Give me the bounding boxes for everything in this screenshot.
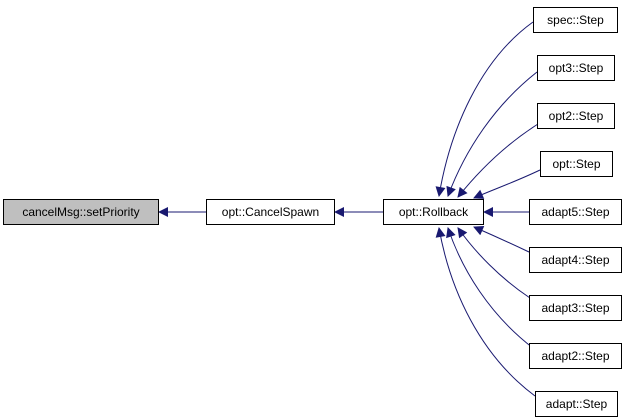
edge-opt2step-to-rollback [457, 123, 539, 198]
node-label: spec::Step [547, 13, 604, 27]
node-label: opt2::Step [549, 109, 604, 123]
node-label: adapt::Step [546, 397, 608, 411]
node-label: adapt5::Step [541, 205, 609, 219]
edge-optstep-to-rollback [473, 169, 541, 199]
node-label: opt3::Step [549, 61, 604, 75]
node-spec-step[interactable]: spec::Step [533, 7, 618, 33]
node-rollback[interactable]: opt::Rollback [383, 199, 484, 225]
node-adapt3-step[interactable]: adapt3::Step [529, 295, 622, 321]
node-label: opt::Step [552, 157, 600, 171]
node-opt2-step[interactable]: opt2::Step [537, 103, 615, 129]
node-adapt-step[interactable]: adapt::Step [535, 391, 618, 417]
edge-specstep-to-rollback [435, 21, 534, 197]
node-label: adapt4::Step [541, 253, 609, 267]
edge-adapt2step-to-rollback [446, 227, 534, 349]
edge-adaptstep-to-rollback [435, 227, 536, 397]
node-adapt2-step[interactable]: adapt2::Step [529, 343, 622, 369]
edge-adapt4step-to-rollback [473, 226, 530, 253]
node-set-priority[interactable]: cancelMsg::setPriority [3, 199, 159, 225]
node-label: adapt3::Step [541, 301, 609, 315]
node-adapt4-step[interactable]: adapt4::Step [529, 247, 622, 273]
node-label: opt::Rollback [399, 205, 469, 219]
edge-adapt3step-to-rollback [457, 227, 531, 299]
edge-opt3step-to-rollback [446, 71, 538, 197]
node-label: opt::CancelSpawn [222, 205, 319, 219]
node-cancel-spawn[interactable]: opt::CancelSpawn [206, 199, 335, 225]
node-opt-step[interactable]: opt::Step [540, 151, 613, 177]
node-label: adapt2::Step [541, 349, 609, 363]
node-opt3-step[interactable]: opt3::Step [537, 55, 615, 81]
node-label: cancelMsg::setPriority [22, 205, 139, 219]
node-adapt5-step[interactable]: adapt5::Step [529, 199, 622, 225]
